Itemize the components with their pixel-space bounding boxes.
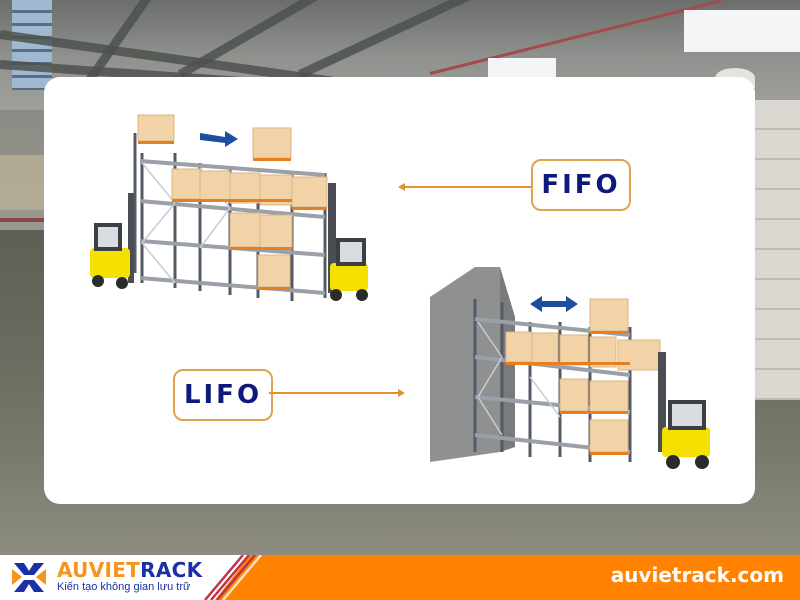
concrete-wall	[430, 267, 500, 462]
content-card: FIFO LIFO	[44, 77, 755, 504]
lifo-pointer-line	[269, 392, 399, 394]
lifo-label: LIFO	[173, 369, 273, 421]
brand-prefix: AUVIET	[57, 558, 141, 582]
website-url[interactable]: auvietrack.com	[610, 563, 784, 587]
auvietrack-logo-icon	[12, 563, 46, 592]
fifo-rack-illustration	[90, 114, 368, 301]
lifo-rack-illustration	[430, 267, 710, 469]
fifo-label: FIFO	[531, 159, 631, 211]
right-arrow-icon	[200, 131, 238, 147]
background-rack	[0, 155, 45, 210]
brand-tagline: Kiến tạo không gian lưu trữ	[57, 581, 191, 593]
window	[488, 58, 556, 78]
footer-banner: AUVIETRACK Kiến tạo không gian lưu trữ a…	[0, 555, 800, 600]
brand-name: AUVIETRACK	[57, 558, 202, 582]
bidirectional-arrow-icon	[530, 296, 578, 312]
forklift-lifo	[658, 352, 710, 469]
pointer-arrowhead	[398, 389, 405, 397]
window	[684, 10, 800, 52]
background-rack-beam	[0, 218, 45, 222]
brand-suffix: RACK	[140, 558, 203, 582]
forklift-right	[328, 183, 368, 301]
pointer-arrowhead	[398, 183, 405, 191]
footer-orange-band	[215, 555, 800, 600]
fifo-pointer-line	[404, 186, 531, 188]
decorative-stripes	[204, 555, 262, 600]
forklift-left	[90, 193, 134, 289]
